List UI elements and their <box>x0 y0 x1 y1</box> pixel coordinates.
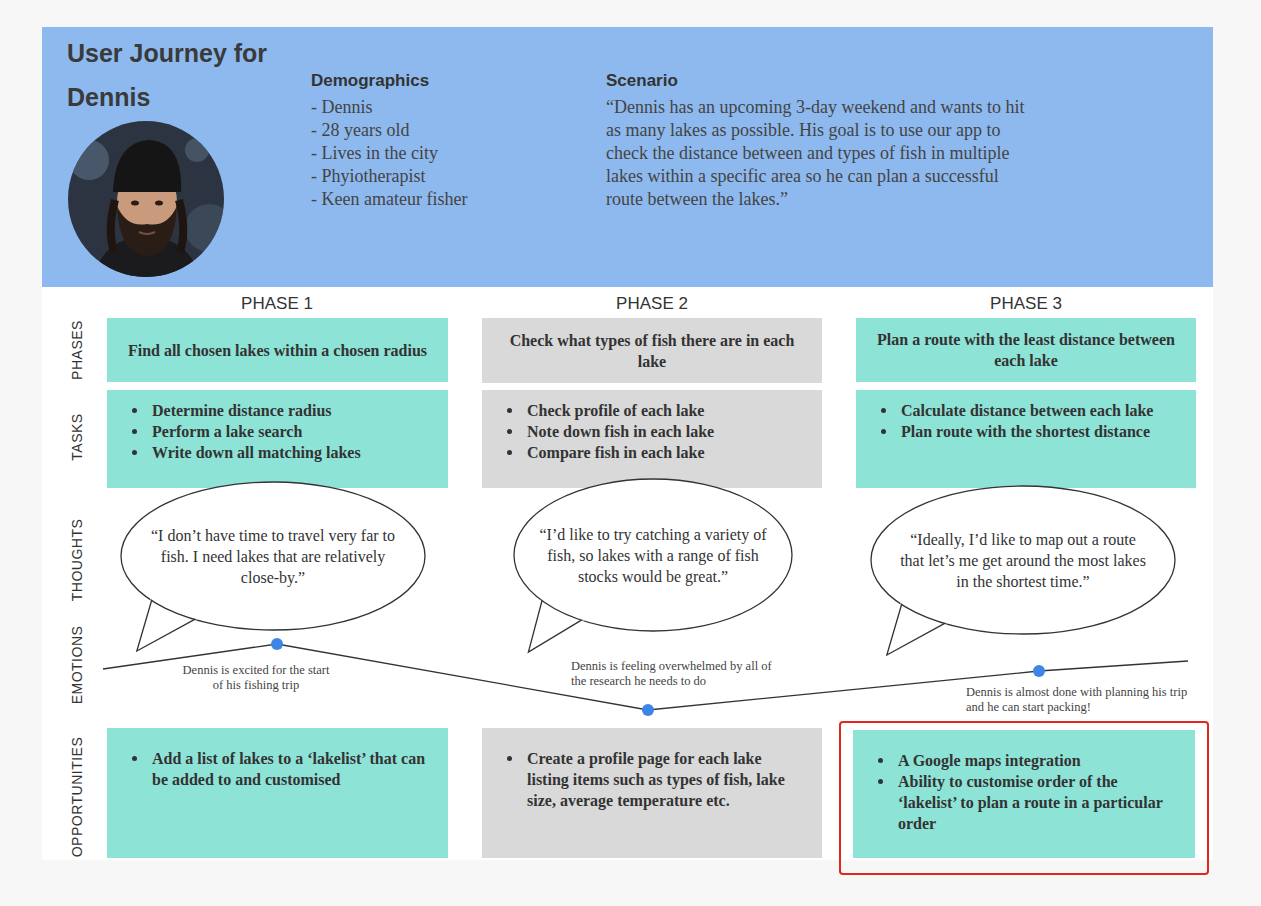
list-item: Ability to customise order of the ‘lakel… <box>898 771 1179 834</box>
phase-text: Plan a route with the least distance bet… <box>874 329 1178 371</box>
list-box: Create a profile page for each lake list… <box>482 728 822 858</box>
bullet-dot <box>507 756 512 761</box>
list-text: Check profile of each lake <box>527 400 806 421</box>
thought-bubble: “I don’t have time to travel very far to… <box>120 481 426 631</box>
bubble-tail <box>137 601 195 651</box>
bubble-tail <box>887 605 945 655</box>
section-heading: Scenario <box>606 70 678 92</box>
journey-title: User Journey for Dennis <box>67 31 297 119</box>
list-item: Plan route with the shortest distance <box>901 421 1180 442</box>
list-text: Note down fish in each lake <box>527 421 806 442</box>
bullet-dot <box>881 408 886 413</box>
row-label: TASKS <box>68 413 86 460</box>
list-box: Add a list of lakes to a ‘lakelist’ that… <box>107 728 448 858</box>
phase-heading: PHASE 3 <box>926 293 1126 315</box>
bubble-text-wrap: “I’d like to try catching a variety of f… <box>538 524 768 587</box>
list-item: Compare fish in each lake <box>527 442 806 463</box>
phase-box: Find all chosen lakes within a chosen ra… <box>107 318 448 382</box>
section-text: - 28 years old <box>311 119 409 142</box>
bullet-dot <box>507 450 512 455</box>
list-box: Calculate distance between each lakePlan… <box>856 390 1196 488</box>
row-label: PHASES <box>68 320 86 380</box>
phase-box: Check what types of fish there are in ea… <box>482 318 822 383</box>
list-text: Compare fish in each lake <box>527 442 806 463</box>
bubble-ellipse <box>121 482 425 630</box>
row-label: OPPORTUNITIES <box>68 737 86 858</box>
emotion-dot <box>271 638 283 650</box>
bubble-text-wrap: “Ideally, I’d like to map out a route th… <box>898 529 1149 592</box>
list-box: Check profile of each lakeNote down fish… <box>482 390 822 488</box>
row-label: THOUGHTS <box>68 519 86 602</box>
emotion-note: Dennis is feeling overwhelmed by all of … <box>571 659 789 689</box>
list-box: Determine distance radiusPerform a lake … <box>107 390 448 488</box>
list-item: Create a profile page for each lake list… <box>527 748 806 811</box>
emotion-note: Dennis is excited for the start of his f… <box>176 663 336 693</box>
bubble-tail-fill <box>137 597 201 651</box>
phase-box: Plan a route with the least distance bet… <box>856 318 1196 382</box>
bubble-text-wrap: “I don’t have time to travel very far to… <box>148 525 399 588</box>
bullet-dot <box>132 756 137 761</box>
bubble-tail-fill <box>528 597 587 652</box>
thought-bubble: “I’d like to try catching a variety of f… <box>513 478 793 632</box>
list-text: Add a list of lakes to a ‘lakelist’ that… <box>152 748 432 790</box>
section-text: “Dennis has an upcoming 3-day weekend an… <box>606 96 1031 211</box>
section-heading: Demographics <box>311 70 429 92</box>
list-text: A Google maps integration <box>898 750 1179 771</box>
section-text: - Keen amateur fisher <box>311 188 467 211</box>
list-item: Calculate distance between each lake <box>901 400 1180 421</box>
list-box: A Google maps integrationAbility to cust… <box>853 730 1195 858</box>
thought-text: “Ideally, I’d like to map out a route th… <box>898 529 1149 592</box>
bullet-dot <box>507 408 512 413</box>
bullet-dot <box>878 758 883 763</box>
emotion-dot <box>642 704 654 716</box>
list-text: Perform a lake search <box>152 421 432 442</box>
list-text: Write down all matching lakes <box>152 442 432 463</box>
thought-text: “I don’t have time to travel very far to… <box>148 525 399 588</box>
section-text: - Dennis <box>311 96 373 119</box>
bubble-tail <box>528 601 581 652</box>
list-text: Ability to customise order of the ‘lakel… <box>898 771 1179 834</box>
phase-text: Find all chosen lakes within a chosen ra… <box>125 340 430 361</box>
bubble-ellipse <box>871 486 1175 634</box>
list-item: Determine distance radius <box>152 400 432 421</box>
phase-heading: PHASE 2 <box>552 293 752 315</box>
bullet-dot <box>132 429 137 434</box>
portrait-photo <box>67 120 225 278</box>
thought-bubble: “Ideally, I’d like to map out a route th… <box>870 485 1176 635</box>
list-item: Add a list of lakes to a ‘lakelist’ that… <box>152 748 432 790</box>
bullet-dot <box>132 408 137 413</box>
bubble-ellipse <box>514 479 792 631</box>
list-item: A Google maps integration <box>898 750 1179 771</box>
list-text: Plan route with the shortest distance <box>901 421 1180 442</box>
list-text: Calculate distance between each lake <box>901 400 1180 421</box>
row-label: EMOTIONS <box>68 626 86 705</box>
emotion-dot <box>1033 665 1045 677</box>
emotion-note: Dennis is almost done with planning his … <box>966 685 1198 715</box>
list-item: Perform a lake search <box>152 421 432 442</box>
bullet-dot <box>878 779 883 784</box>
list-item: Check profile of each lake <box>527 400 806 421</box>
list-text: Create a profile page for each lake list… <box>527 748 806 811</box>
phase-heading: PHASE 1 <box>177 293 377 315</box>
section-text: - Lives in the city <box>311 142 438 165</box>
persona-header: User Journey for Dennis Demographics - Den… <box>42 27 1213 287</box>
thought-text: “I’d like to try catching a variety of f… <box>538 524 768 587</box>
bubble-tail-fill <box>887 601 951 655</box>
list-item: Note down fish in each lake <box>527 421 806 442</box>
bullet-dot <box>881 429 886 434</box>
highlight-frame <box>840 722 1208 874</box>
list-item: Write down all matching lakes <box>152 442 432 463</box>
phase-text: Check what types of fish there are in ea… <box>500 330 804 372</box>
section-text: - Phyiotherapist <box>311 165 426 188</box>
list-text: Determine distance radius <box>152 400 432 421</box>
bullet-dot <box>507 429 512 434</box>
bullet-dot <box>132 450 137 455</box>
